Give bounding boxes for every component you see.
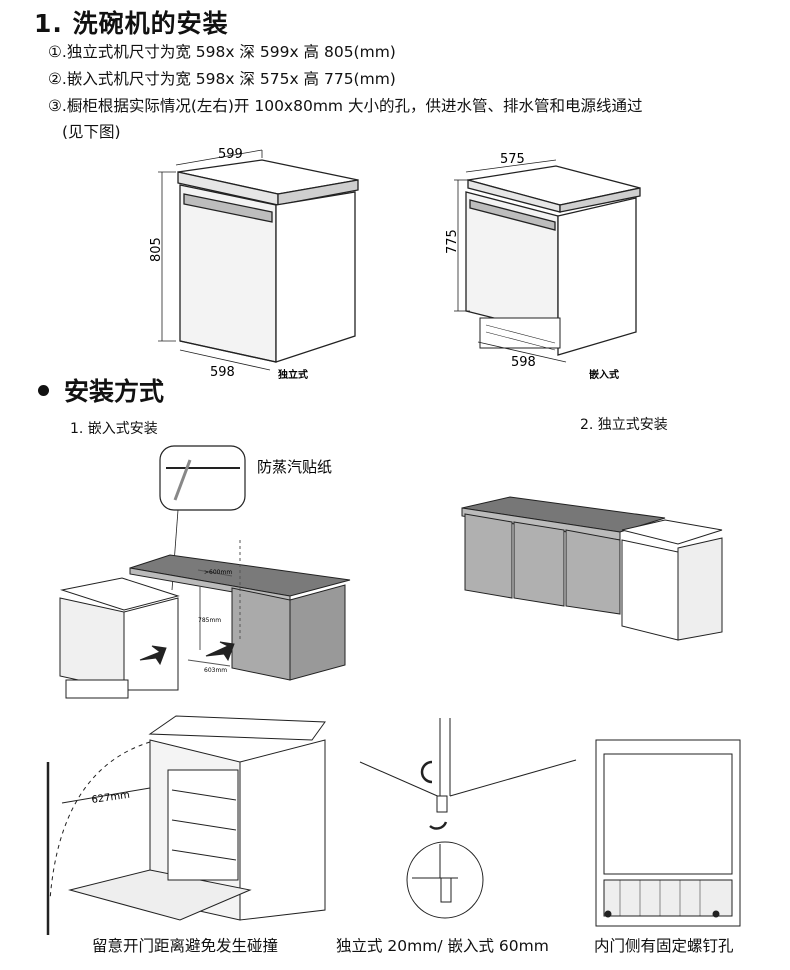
steam-sticker-label: 防蒸汽贴纸 — [257, 458, 332, 476]
builtin-depth-label: 598 — [511, 355, 536, 370]
dim-600-label: >600mm — [204, 569, 232, 576]
door-clearance-figure — [46, 715, 326, 935]
spec-builtin: ②.嵌入式机尺寸为宽 598x 深 575x 高 775(mm) — [48, 70, 396, 88]
dim-603-label: 603mm — [204, 667, 227, 674]
caption-screw-holes: 内门侧有固定螺钉孔 — [594, 937, 734, 955]
section-title: 安装方式 — [64, 377, 165, 406]
standalone-dishwasher-figure — [158, 149, 359, 371]
foot-adjust-figure — [359, 718, 577, 919]
standalone-install-figure — [461, 496, 723, 641]
builtin-install-title: 1. 嵌入式安装 — [70, 421, 158, 437]
dim-785-label: 785mm — [198, 617, 221, 624]
caption-foot-height: 独立式 20mm/ 嵌入式 60mm — [336, 937, 549, 955]
builtin-dishwasher-figure — [454, 159, 641, 363]
section-bullet — [38, 385, 49, 396]
spec-standalone: ①.独立式机尺寸为宽 598x 深 599x 高 805(mm) — [48, 43, 396, 61]
spec-see-below: (见下图) — [62, 123, 121, 141]
spec-hole: ③.橱柜根据实际情况(左右)开 100x80mm 大小的孔，供进水管、排水管和电… — [48, 97, 643, 115]
standalone-depth-label: 598 — [210, 365, 235, 380]
steam-sticker-callout — [159, 445, 246, 591]
caption-door-clearance: 留意开门距离避免发生碰撞 — [92, 937, 279, 955]
builtin-height-label: 775 — [445, 229, 460, 254]
page-title: 1. 洗碗机的安装 — [34, 9, 229, 38]
builtin-width-label: 575 — [500, 152, 525, 167]
builtin-label: 嵌入式 — [589, 368, 619, 381]
standalone-height-label: 805 — [149, 237, 164, 262]
standalone-width-label: 599 — [218, 147, 243, 162]
inner-door-figure — [595, 739, 741, 927]
standalone-install-title: 2. 独立式安装 — [580, 417, 668, 433]
door-clearance-label: 627mm — [91, 790, 131, 806]
builtin-install-figure — [59, 540, 351, 699]
standalone-label: 独立式 — [278, 368, 308, 381]
